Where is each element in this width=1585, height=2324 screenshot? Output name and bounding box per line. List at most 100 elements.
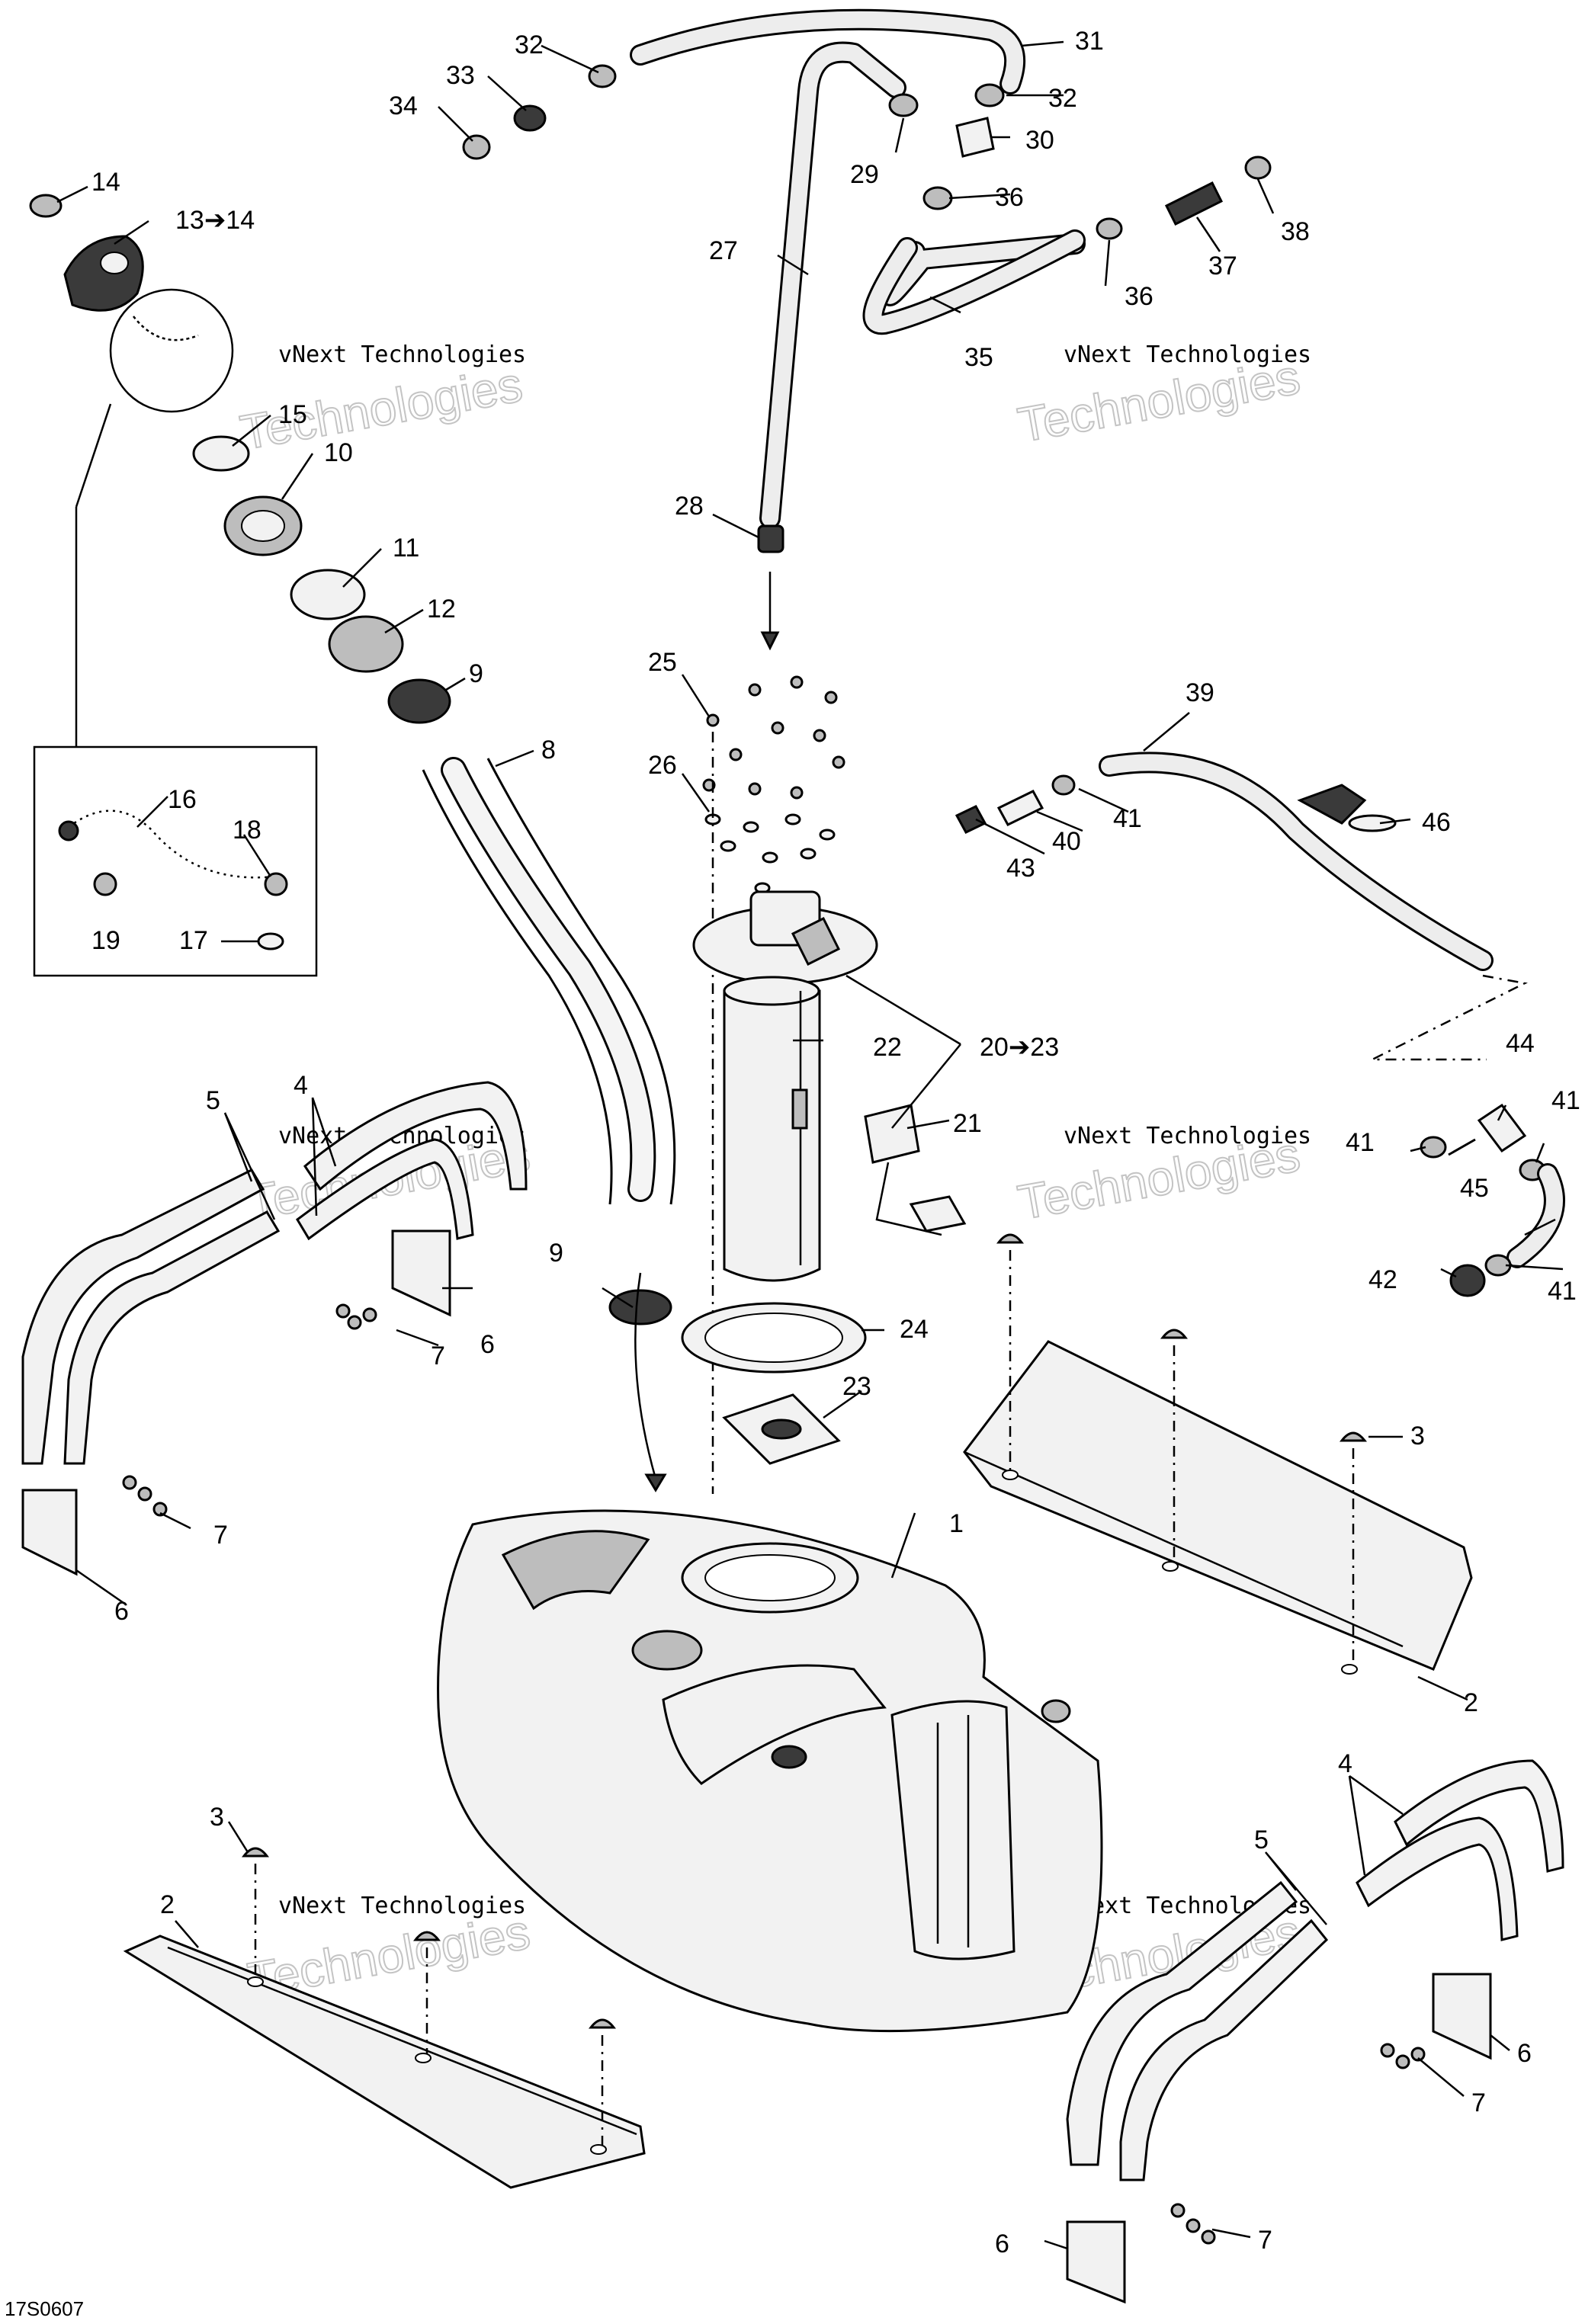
leader-lines (56, 40, 1564, 2250)
callout-6d: 6 (995, 2229, 1009, 2258)
callout-31: 31 (1075, 27, 1104, 56)
left-skid-plate-2 (123, 1847, 646, 2189)
tether-16 (58, 820, 79, 841)
fuel-cap-13 (63, 235, 144, 312)
callout-7b: 7 (213, 1521, 228, 1550)
callout-7d: 7 (1258, 2226, 1272, 2255)
callout-44: 44 (1506, 1029, 1535, 1058)
callout-6c: 6 (1517, 2039, 1532, 2068)
callout-4: 4 (294, 1071, 308, 1100)
clamp-41b (1420, 1136, 1447, 1159)
nut-ring-12 (328, 615, 404, 673)
pump-reservoir-22 (723, 989, 821, 1282)
bolts-7b (122, 1475, 168, 1517)
strap-4a (303, 1081, 528, 1191)
callout-2b: 2 (160, 1890, 175, 1919)
strap-4c (1394, 1759, 1564, 1873)
callout-37: 37 (1208, 252, 1237, 280)
cap-plug-14 (29, 194, 63, 218)
bolts-7d (1170, 2203, 1216, 2245)
elbow-fitting-28 (757, 524, 784, 553)
callout-36b: 36 (1125, 282, 1153, 311)
fitting-40 (996, 790, 1044, 826)
callout-19: 19 (91, 926, 120, 955)
callout-1: 1 (949, 1509, 964, 1538)
callout-42: 42 (1368, 1265, 1397, 1294)
callout-38: 38 (1281, 217, 1310, 246)
cap-chain-detail (33, 745, 318, 977)
clip-46 (1297, 784, 1367, 825)
fitting-43 (955, 805, 987, 834)
cap-38 (1244, 155, 1272, 180)
callout-26: 26 (648, 751, 677, 780)
bracket-6a (391, 1229, 451, 1317)
cap-42 (1449, 1264, 1486, 1297)
strap-5b (63, 1210, 281, 1465)
strap-4b (296, 1138, 474, 1241)
callout-40: 40 (1052, 827, 1081, 856)
svg-text:vNext Technologies: vNext Technologies (1064, 1123, 1311, 1149)
callout-14: 14 (91, 168, 120, 197)
callout-39: 39 (1186, 678, 1214, 707)
washer-grid-26 (704, 813, 836, 894)
callout-7: 7 (431, 1342, 445, 1370)
callout-7c: 7 (1471, 2088, 1486, 2117)
callout-17: 17 (179, 926, 208, 955)
callout-25: 25 (648, 648, 677, 677)
fuel-pump-module (681, 675, 967, 1494)
callout-6b: 6 (114, 1597, 129, 1626)
callout-29: 29 (850, 160, 879, 189)
callout-8: 8 (541, 736, 556, 765)
clamp-29 (888, 93, 919, 117)
svg-text:vNext Technologies: vNext Technologies (278, 341, 526, 368)
left-straps (21, 1081, 528, 1576)
callout-22: 22 (873, 1033, 902, 1062)
callout-23: 23 (842, 1372, 871, 1401)
bracket-6c (1432, 1973, 1492, 2060)
clamp-32 (588, 64, 617, 88)
filler-neck-assembly (29, 194, 676, 1325)
callout-45: 45 (1460, 1174, 1489, 1203)
clamp-36 (922, 186, 953, 210)
callout-5b: 5 (1254, 1826, 1269, 1854)
right-straps (1066, 1759, 1564, 2304)
clamp-41 (1051, 774, 1076, 796)
drawing-code: 17S0607 (5, 2297, 84, 2320)
vent-hose-assembly (462, 8, 1272, 651)
svg-text:vNext Technologies: vNext Technologies (278, 1893, 526, 1919)
callout-3b: 3 (210, 1803, 224, 1832)
callout-11: 11 (393, 534, 419, 563)
callout-16: 16 (168, 785, 197, 814)
clamp-9b (608, 1289, 672, 1325)
callout-3: 3 (1410, 1422, 1425, 1450)
callout-20-23: 20➔23 (980, 1033, 1059, 1062)
clamp-32b (974, 83, 1005, 107)
callout-46: 46 (1422, 808, 1451, 837)
callout-12: 12 (427, 595, 456, 623)
cap-detail-circle (109, 288, 234, 413)
callout-27: 27 (709, 236, 738, 265)
strap-5d (1119, 1919, 1329, 2181)
valve-37 (1164, 181, 1224, 226)
bolts-7c (1380, 2043, 1426, 2069)
strap-4d (1356, 1816, 1519, 1941)
screw-3b (1160, 1329, 1189, 1339)
callout-9: 9 (469, 659, 483, 688)
callout-2: 2 (1464, 1688, 1478, 1717)
callout-10: 10 (324, 438, 353, 467)
bracket-6b (21, 1489, 78, 1576)
level-sensor-21 (864, 1104, 920, 1164)
callout-9b: 9 (549, 1239, 563, 1268)
right-skid-plate-2 (963, 1233, 1473, 1675)
gasket-11 (290, 569, 366, 620)
callout-6: 6 (480, 1330, 495, 1359)
clamp-36b (1096, 217, 1123, 240)
screw-3f (588, 2018, 617, 2029)
screw-19 (93, 872, 117, 896)
gasket-15 (192, 435, 250, 472)
watermark: Technologies vNext Technologies (1013, 1123, 1311, 1231)
callout-30: 30 (1025, 126, 1054, 155)
nut-grid-25 (702, 675, 845, 800)
bolts-7a (335, 1303, 377, 1330)
